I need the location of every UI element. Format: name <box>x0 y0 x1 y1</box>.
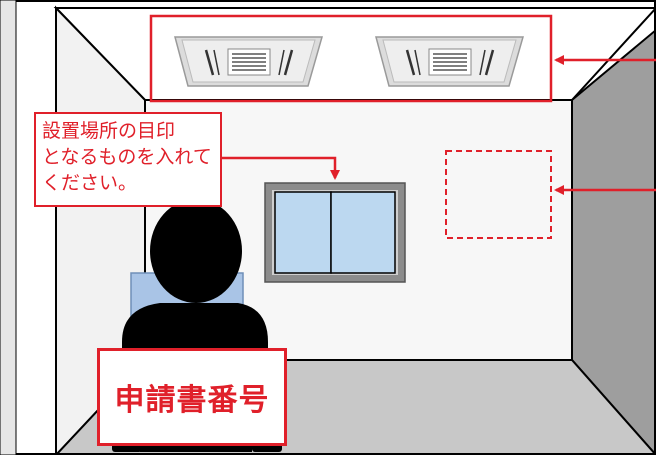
application-number-text: 申請書番号 <box>114 383 270 418</box>
left-edge-strip <box>0 0 17 455</box>
marker-note-line3: ください。 <box>42 172 138 194</box>
marker-note-line2: となるものを入れて <box>42 146 212 168</box>
right-wall <box>571 28 656 455</box>
marker-instruction-callout: 設置場所の目印 となるものを入れて ください。 <box>34 112 222 207</box>
window-icon <box>264 182 406 283</box>
installation-target-area <box>445 150 552 239</box>
marker-note-line1: 設置場所の目印 <box>42 120 176 142</box>
arrow-icon <box>222 156 340 180</box>
application-number-label: 申請書番号 <box>97 348 287 446</box>
air-conditioner-highlight <box>149 14 553 103</box>
air-conditioner-icon <box>174 36 323 87</box>
air-conditioner-icon <box>375 36 524 87</box>
ceiling <box>53 7 656 101</box>
